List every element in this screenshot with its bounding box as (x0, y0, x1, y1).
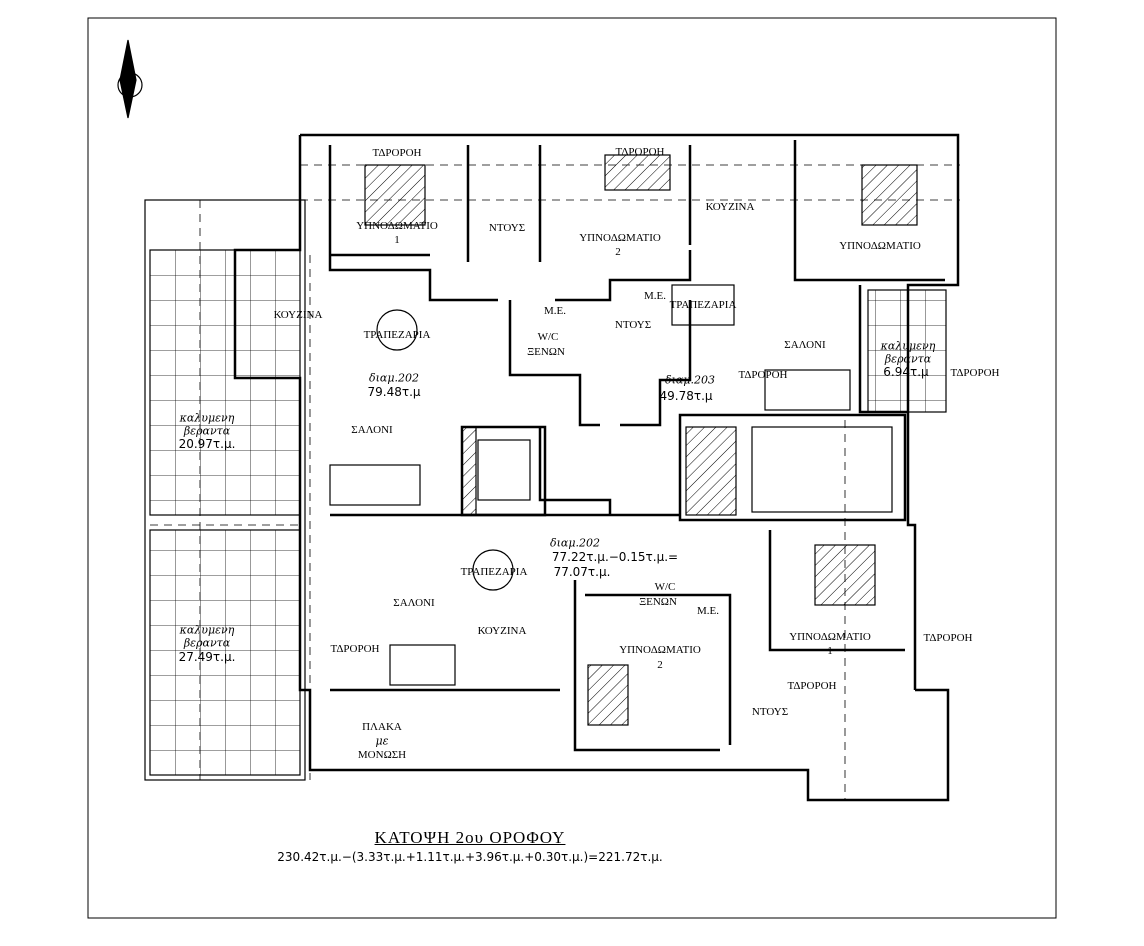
apartment-name: διαμ.202 (549, 536, 601, 550)
slab-label: ΜΟΝΩΣΗ (357, 749, 407, 761)
room-label-dining: ΤΡΑΠΕΖΑΡΙΑ (363, 329, 431, 341)
hatched-wall (461, 426, 477, 516)
downpipe-label: ΤΔΡΟΡΟΗ (787, 680, 837, 692)
room-label-kitchen: ΚΟΥΖΙΝΑ (705, 201, 755, 213)
room-label-kitchen: ΚΟΥΖΙΝΑ (273, 309, 323, 321)
room-label-living: ΣΑΛΟΝΙ (351, 424, 393, 436)
veranda-area: 20.97τ.μ. (178, 437, 236, 451)
room-label-shower: ΝΤΟΥΣ (614, 319, 652, 331)
sofa-icon (764, 369, 851, 411)
veranda-area: 6.94τ.μ (883, 365, 929, 379)
downpipe-label: ΤΔΡΟΡΟΗ (923, 632, 973, 644)
downpipe-label: ΤΔΡΟΡΟΗ (615, 146, 665, 158)
room-number: 1 (827, 645, 833, 657)
room-label-living: ΣΑΛΟΝΙ (784, 339, 826, 351)
room-number: 1 (394, 234, 400, 246)
downpipe-label: ΤΔΡΟΡΟΗ (738, 369, 788, 381)
veranda-label: καλυμενη (179, 411, 235, 425)
sofa-icon (329, 464, 421, 506)
room-label-me: Μ.Ε. (544, 305, 566, 317)
drawing-title: ΚΑΤΟΨΗ 2ου ΟΡΟΦΟΥ (374, 828, 566, 847)
apartment-name: διαμ.203 (664, 373, 716, 387)
downpipe-label: ΤΔΡΟΡΟΗ (330, 643, 380, 655)
veranda-left-top (149, 249, 301, 516)
bed-icon (604, 154, 671, 191)
apartment-area: 77.07τ.μ. (553, 565, 611, 579)
veranda-label: καλυμενη (179, 623, 235, 637)
sheet-border (87, 17, 1057, 919)
veranda-label: βεραντα (183, 636, 231, 650)
veranda-label: καλυμενη (880, 339, 936, 353)
room-number: 2 (615, 246, 621, 258)
dining-table-icon (376, 309, 418, 351)
area-formula: 230.42τ.μ.−(3.33τ.μ.+1.11τ.μ.+3.96τ.μ.+0… (277, 850, 663, 864)
apartment-area: 49.78τ.μ (659, 389, 713, 403)
room-label-bedroom: ΥΠΝΟΔΩΜΑΤΙΟ (356, 220, 438, 232)
room-label-wc: W/C (537, 331, 559, 343)
room-label-guests: ΞΕΝΩΝ (639, 596, 677, 608)
room-label-shower: ΝΤΟΥΣ (751, 706, 789, 718)
exterior-walls (233, 133, 960, 802)
room-label-bedroom: ΥΠΝΟΔΩΜΑΤΙΟ (579, 232, 661, 244)
room-number: 2 (657, 659, 663, 671)
veranda-area: 27.49τ.μ. (178, 650, 236, 664)
dining-table-icon (472, 549, 514, 591)
downpipe-label: ΤΔΡΟΡΟΗ (950, 367, 1000, 379)
apartment-area-calc: 77.22τ.μ.−0.15τ.μ.= (551, 550, 679, 564)
room-label-bedroom: ΥΠΝΟΔΩΜΑΤΙΟ (619, 644, 701, 656)
veranda-label: βεραντα (884, 352, 932, 366)
north-arrow-icon (117, 39, 143, 119)
stairs (751, 426, 893, 513)
lift-shaft (477, 439, 531, 501)
room-label-shower: ΝΤΟΥΣ (488, 222, 526, 234)
veranda-label: βεραντα (183, 424, 231, 438)
room-label-dining: ΤΡΑΠΕΖΑΡΙΑ (669, 299, 737, 311)
bed-icon (364, 164, 426, 226)
room-label-bedroom: ΥΠΝΟΔΩΜΑΤΙΟ (839, 240, 921, 252)
apartment-name: διαμ.202 (368, 371, 420, 385)
room-label-dining: ΤΡΑΠΕΖΑΡΙΑ (460, 566, 528, 578)
slab-label: ΠΛΑΚΑ (362, 721, 402, 733)
dining-table-icon (671, 284, 735, 326)
veranda-left-bottom (149, 529, 301, 776)
room-label-me: Μ.Ε. (697, 605, 719, 617)
slab-label: με (375, 734, 389, 748)
room-label-wc: W/C (654, 581, 676, 593)
room-label-living: ΣΑΛΟΝΙ (393, 597, 435, 609)
room-label-guests: ΞΕΝΩΝ (527, 346, 565, 358)
room-label-bedroom: ΥΠΝΟΔΩΜΑΤΙΟ (789, 631, 871, 643)
apartment-area: 79.48τ.μ (367, 385, 421, 399)
bed-icon (587, 664, 629, 726)
room-label-me: Μ.Ε. (644, 290, 666, 302)
downpipe-label: ΤΔΡΟΡΟΗ (372, 147, 422, 159)
room-label-kitchen: ΚΟΥΖΙΝΑ (477, 625, 527, 637)
bed-icon (861, 164, 918, 226)
sofa-icon (389, 644, 456, 686)
